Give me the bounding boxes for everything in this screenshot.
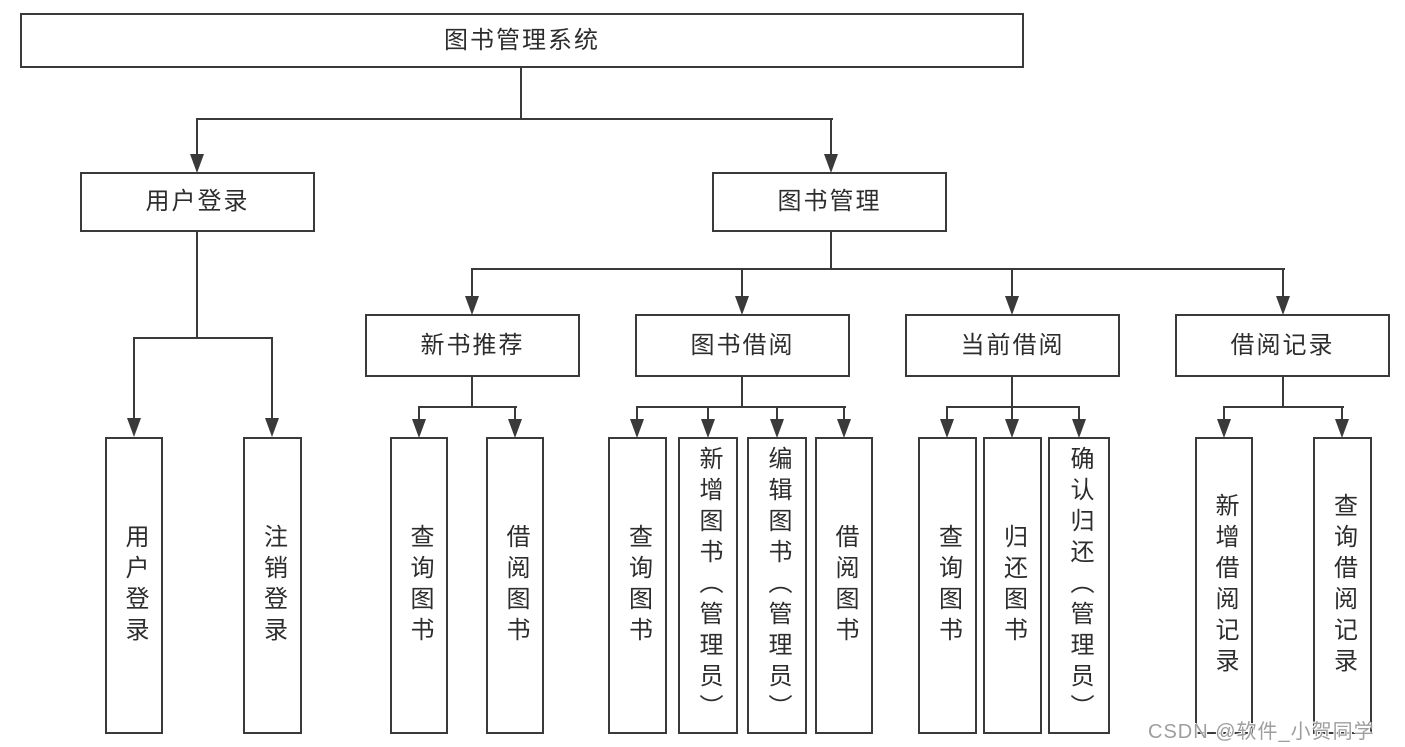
leaf-label: 查询图书 bbox=[624, 523, 652, 648]
leaf-edit-books-admin: 编辑图书（管理员） bbox=[747, 437, 807, 734]
connector bbox=[1011, 268, 1013, 297]
leaf-label: 新增图书（管理员） bbox=[695, 446, 722, 725]
arrow-down-icon bbox=[770, 419, 784, 438]
csdn-watermark: CSDN @软件_小贺同学 bbox=[1148, 721, 1375, 743]
arrow-down-icon bbox=[824, 154, 838, 173]
connector bbox=[741, 268, 743, 297]
leaf-add-borrow-record: 新增借阅记录 bbox=[1195, 437, 1253, 734]
connector bbox=[636, 406, 846, 408]
node-label: 图书管理系统 bbox=[444, 26, 600, 54]
connector bbox=[471, 268, 1285, 270]
leaf-label: 查询图书 bbox=[406, 523, 433, 648]
arrow-down-icon bbox=[1005, 296, 1019, 315]
arrow-down-icon bbox=[265, 418, 279, 437]
connector bbox=[196, 118, 833, 120]
leaf-query-books-recommend: 查询图书 bbox=[390, 437, 448, 734]
leaf-return-books: 归还图书 bbox=[983, 437, 1042, 734]
connector bbox=[1223, 406, 1344, 408]
leaf-borrow-books-recommend: 借阅图书 bbox=[486, 437, 544, 734]
node-current-borrow: 当前借阅 bbox=[905, 314, 1120, 377]
connector bbox=[843, 406, 845, 420]
connector bbox=[707, 406, 709, 420]
connector bbox=[946, 406, 1080, 408]
leaf-label: 确认归还（管理员） bbox=[1066, 446, 1093, 725]
connector bbox=[1011, 377, 1013, 408]
connector bbox=[776, 406, 778, 420]
leaf-user-login: 用户登录 bbox=[105, 437, 163, 734]
leaf-query-books-borrow: 查询图书 bbox=[608, 437, 667, 734]
node-label: 新书推荐 bbox=[420, 331, 525, 359]
connector bbox=[514, 406, 516, 420]
arrow-down-icon bbox=[1335, 419, 1349, 438]
arrow-down-icon bbox=[1276, 296, 1290, 315]
leaf-label: 注销登录 bbox=[259, 523, 287, 648]
arrow-down-icon bbox=[630, 419, 644, 438]
leaf-query-books-current: 查询图书 bbox=[918, 437, 977, 734]
leaf-label: 借阅图书 bbox=[831, 523, 858, 648]
node-book-borrow: 图书借阅 bbox=[635, 314, 850, 377]
arrow-down-icon bbox=[940, 419, 954, 438]
connector bbox=[133, 337, 273, 339]
connector bbox=[741, 377, 743, 408]
arrow-down-icon bbox=[508, 419, 522, 438]
connector bbox=[1341, 406, 1343, 420]
arrow-down-icon bbox=[735, 296, 749, 315]
arrow-down-icon bbox=[190, 154, 204, 173]
node-library-management-system: 图书管理系统 bbox=[20, 13, 1024, 68]
arrow-down-icon bbox=[1217, 419, 1231, 438]
connector bbox=[1282, 377, 1284, 408]
connector bbox=[1223, 406, 1225, 420]
connector bbox=[418, 406, 517, 408]
connector bbox=[471, 377, 473, 408]
leaf-borrow-books: 借阅图书 bbox=[815, 437, 873, 734]
node-label: 用户登录 bbox=[145, 188, 250, 215]
arrow-down-icon bbox=[1005, 419, 1019, 438]
connector bbox=[636, 406, 638, 420]
arrow-down-icon bbox=[127, 418, 141, 437]
leaf-label: 查询借阅记录 bbox=[1329, 492, 1357, 679]
connector bbox=[1011, 406, 1013, 420]
leaf-label: 归还图书 bbox=[999, 523, 1027, 648]
leaf-label: 新增借阅记录 bbox=[1211, 492, 1238, 679]
arrow-down-icon bbox=[1072, 419, 1086, 438]
connector bbox=[830, 232, 832, 270]
connector bbox=[830, 118, 832, 154]
node-user-login: 用户登录 bbox=[80, 172, 315, 232]
arrow-down-icon bbox=[465, 296, 479, 315]
leaf-add-books-admin: 新增图书（管理员） bbox=[678, 437, 738, 734]
leaf-query-borrow-record: 查询借阅记录 bbox=[1313, 437, 1372, 734]
connector bbox=[471, 268, 473, 297]
node-new-book-recommend: 新书推荐 bbox=[365, 314, 580, 377]
connector bbox=[1282, 268, 1284, 297]
connector bbox=[1078, 406, 1080, 420]
connector bbox=[271, 337, 273, 419]
node-label: 图书借阅 bbox=[690, 331, 795, 359]
leaf-label: 编辑图书（管理员） bbox=[764, 446, 791, 725]
connector bbox=[196, 232, 198, 339]
node-book-management: 图书管理 bbox=[712, 172, 947, 232]
node-label: 图书管理 bbox=[777, 188, 882, 215]
connector bbox=[133, 337, 135, 419]
connector bbox=[418, 406, 420, 420]
connector bbox=[946, 406, 948, 420]
connector bbox=[520, 68, 522, 120]
arrow-down-icon bbox=[701, 419, 715, 438]
arrow-down-icon bbox=[837, 419, 851, 438]
node-label: 借阅记录 bbox=[1230, 331, 1335, 359]
leaf-label: 查询图书 bbox=[934, 523, 962, 648]
leaf-label: 用户登录 bbox=[121, 523, 148, 648]
leaf-logout: 注销登录 bbox=[243, 437, 302, 734]
node-label: 当前借阅 bbox=[960, 331, 1065, 359]
connector bbox=[196, 118, 198, 154]
leaf-label: 借阅图书 bbox=[502, 523, 529, 648]
arrow-down-icon bbox=[412, 419, 426, 438]
node-borrow-records: 借阅记录 bbox=[1175, 314, 1390, 377]
leaf-confirm-return-admin: 确认归还（管理员） bbox=[1048, 437, 1110, 734]
